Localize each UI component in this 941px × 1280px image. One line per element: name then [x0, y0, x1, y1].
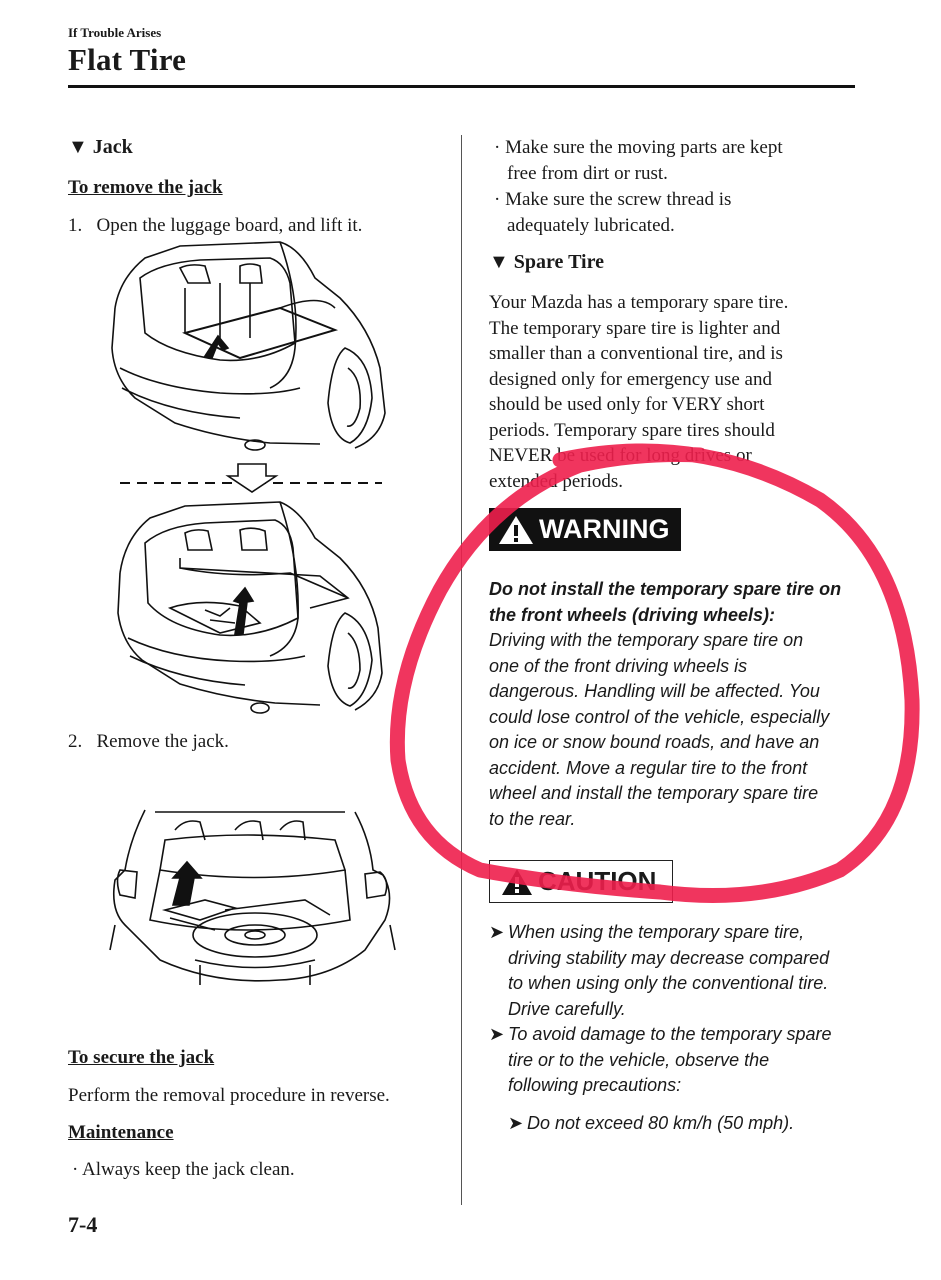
caution-label: CAUTION	[489, 860, 673, 903]
page-number: 7-4	[68, 1212, 98, 1237]
caution-triangle-icon	[502, 868, 532, 895]
down-arrow-divider	[120, 463, 382, 493]
warning-label: WARNING	[489, 508, 681, 551]
maintenance-bullet: · Make sure the moving parts are kept fr…	[494, 137, 783, 236]
step-2: 2. Remove the jack.	[68, 731, 229, 752]
secure-jack-text: Perform the removal procedure in reverse…	[68, 1085, 390, 1106]
warning-text: Do not install the temporary spare tire …	[489, 579, 842, 829]
step-1: 1. Open the luggage board, and lift it.	[68, 215, 363, 236]
maintenance-bullet: · Always keep the jack clean.	[72, 1159, 295, 1180]
triangle-down-icon: ▼	[489, 251, 509, 273]
secure-jack-heading: To secure the jack	[68, 1047, 215, 1068]
list-item: ➤ Do not exceed 80 km/h (50 mph).	[489, 1111, 859, 1137]
car-jack-compartment-illustration	[117, 501, 383, 714]
warning-triangle-icon	[499, 515, 533, 544]
triangle-down-icon: ▼	[68, 136, 88, 158]
list-item: ➤ When using the temporary spare tire, d…	[489, 920, 859, 1022]
section-label: If Trouble Arises	[68, 25, 162, 40]
remove-jack-heading: To remove the jack	[68, 177, 223, 198]
spare-tire-paragraph: Your Mazda has a temporary spare tire. T…	[489, 292, 789, 492]
trunk-spare-tire-illustration	[109, 809, 396, 985]
car-luggage-board-illustration	[111, 241, 386, 451]
column-divider	[461, 135, 462, 1205]
arrow-bullet-icon: ➤	[489, 1024, 505, 1044]
caution-list: ➤ When using the temporary spare tire, d…	[489, 920, 859, 1136]
list-item: ➤ To avoid damage to the temporary spare…	[489, 1022, 859, 1099]
page-title: Flat Tire	[68, 42, 187, 77]
title-rule	[68, 85, 855, 88]
spare-tire-heading: ▼ Spare Tire	[489, 251, 605, 273]
arrow-bullet-icon: ➤	[508, 1112, 524, 1133]
maintenance-heading: Maintenance	[68, 1122, 174, 1143]
jack-heading: ▼ Jack	[68, 136, 133, 158]
arrow-bullet-icon: ➤	[489, 922, 505, 942]
